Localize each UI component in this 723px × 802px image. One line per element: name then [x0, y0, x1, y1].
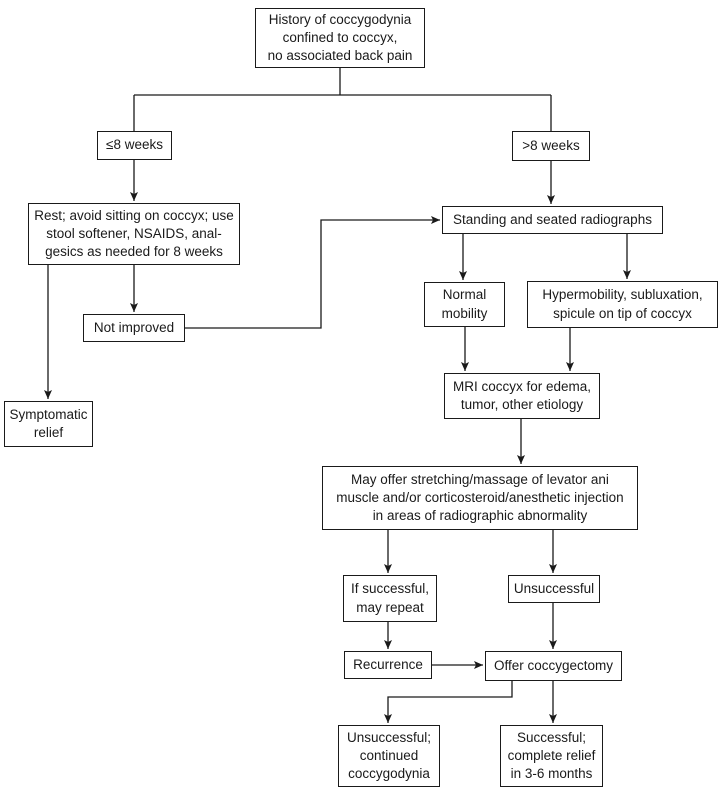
edge-coccygectomy-unsuccessfulcontinued [384, 681, 513, 723]
node-offer-coccygectomy: Offer coccygectomy [485, 651, 622, 681]
node-normal-mobility: Normal mobility [424, 282, 505, 327]
node-symptomatic-relief: Symptomatic relief [4, 401, 93, 447]
node-may-offer: May offer stretching/massage of levator … [322, 466, 638, 530]
node-unsuccessful: Unsuccessful [508, 575, 600, 603]
node-radiographs: Standing and seated radiographs [442, 206, 663, 234]
node-recurrence: Recurrence [344, 651, 432, 679]
node-successful-relief: Successful; complete relief in 3-6 month… [500, 725, 603, 787]
node-rest: Rest; avoid sitting on coccyx; use stool… [28, 203, 240, 265]
node-le8-weeks: ≤8 weeks [97, 131, 172, 160]
node-unsuccessful-continued: Unsuccessful; continued coccygodynia [338, 725, 440, 787]
node-not-improved: Not improved [83, 314, 185, 342]
node-if-successful: If successful, may repeat [343, 575, 437, 622]
edge-notimproved-radiographs [185, 216, 440, 329]
node-history: History of coccygodynia confined to cocc… [255, 8, 425, 68]
node-mri: MRI coccyx for edema, tumor, other etiol… [444, 373, 600, 419]
node-gt8-weeks: >8 weeks [512, 131, 590, 161]
node-hypermobility: Hypermobility, subluxation, spicule on t… [527, 281, 718, 328]
